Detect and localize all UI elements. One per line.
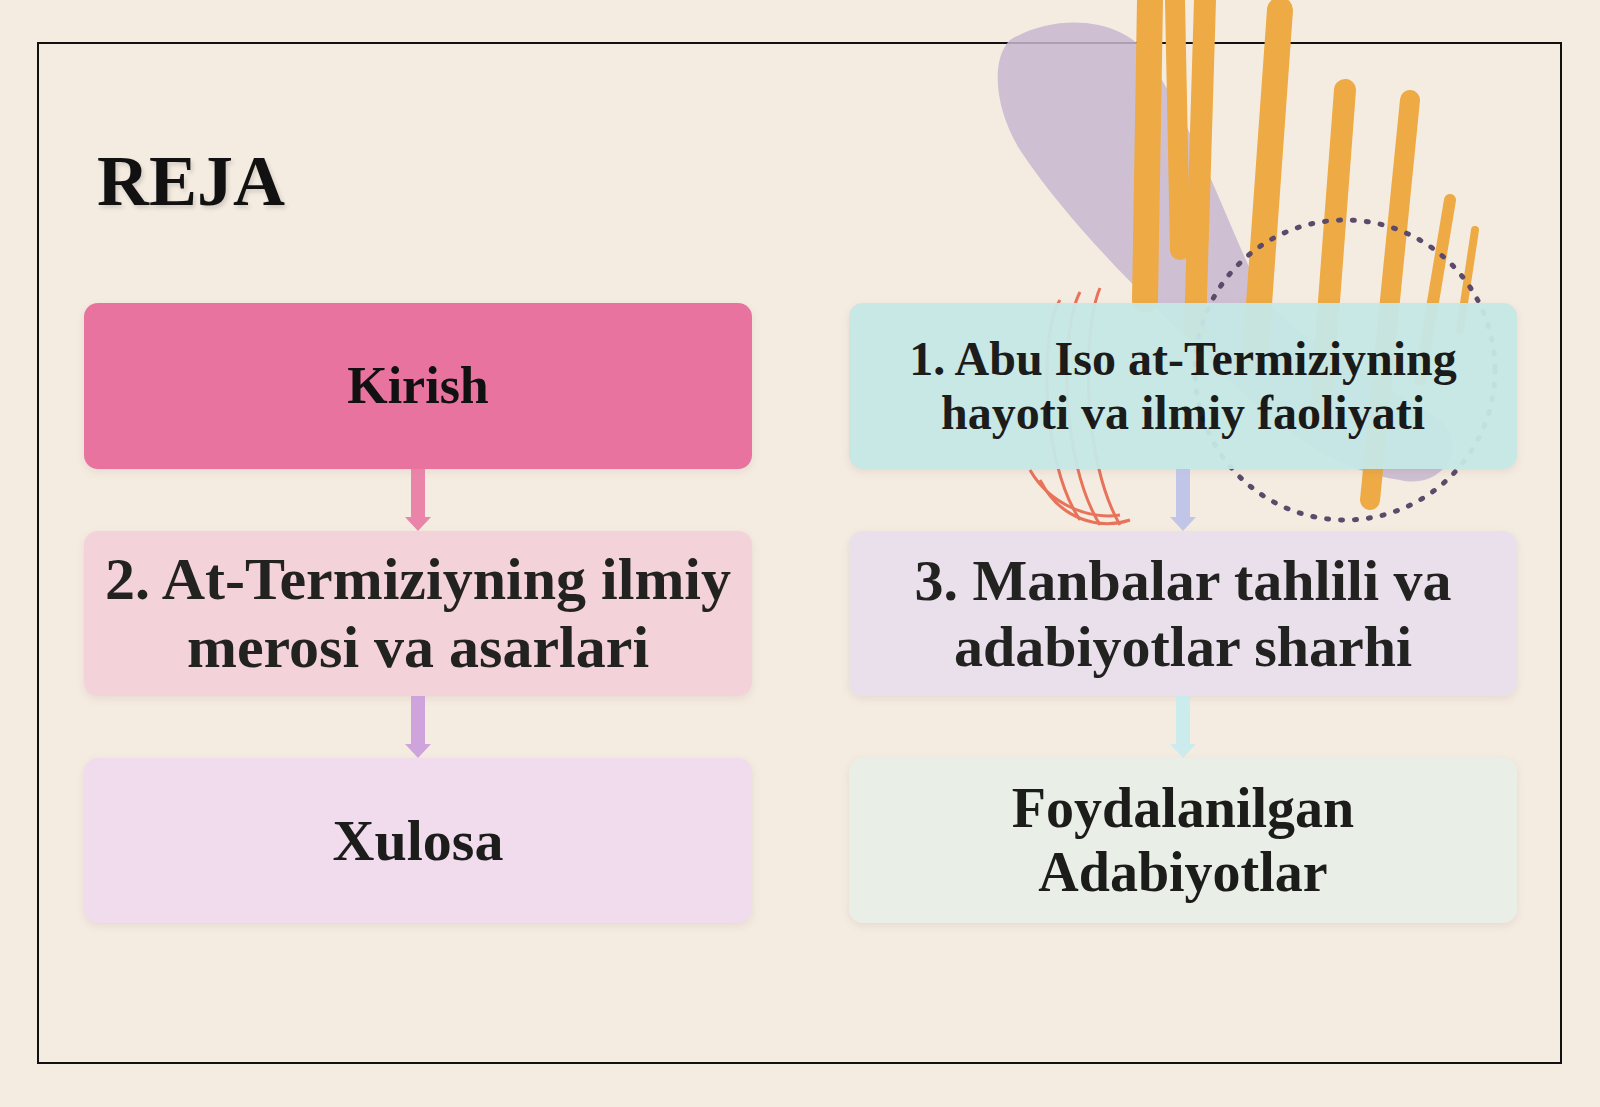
down-arrow bbox=[1170, 696, 1196, 758]
box-label: 2. At-Termiziyning ilmiy merosi va asarl… bbox=[98, 546, 738, 682]
box-label: 3. Manbalar tahlili va adabiyotlar sharh… bbox=[863, 548, 1503, 679]
plan-box: Foydalanilgan Adabiyotlar bbox=[849, 758, 1517, 923]
plan-box: Kirish bbox=[84, 303, 752, 469]
box-label: Kirish bbox=[347, 357, 489, 416]
slide-title: REJA bbox=[97, 140, 285, 223]
box-label: Xulosa bbox=[333, 808, 504, 874]
box-label: Foydalanilgan Adabiyotlar bbox=[863, 777, 1503, 904]
frame-border bbox=[38, 43, 1561, 1063]
down-arrow bbox=[1170, 469, 1196, 531]
plan-box: 1. Abu Iso at-Termiziyning hayoti va ilm… bbox=[849, 303, 1517, 469]
down-arrow bbox=[405, 469, 431, 531]
box-label: 1. Abu Iso at-Termiziyning hayoti va ilm… bbox=[863, 332, 1503, 440]
down-arrow bbox=[405, 696, 431, 758]
plan-box: Xulosa bbox=[84, 758, 752, 923]
plan-box: 2. At-Termiziyning ilmiy merosi va asarl… bbox=[84, 531, 752, 696]
plan-box: 3. Manbalar tahlili va adabiyotlar sharh… bbox=[849, 531, 1517, 696]
